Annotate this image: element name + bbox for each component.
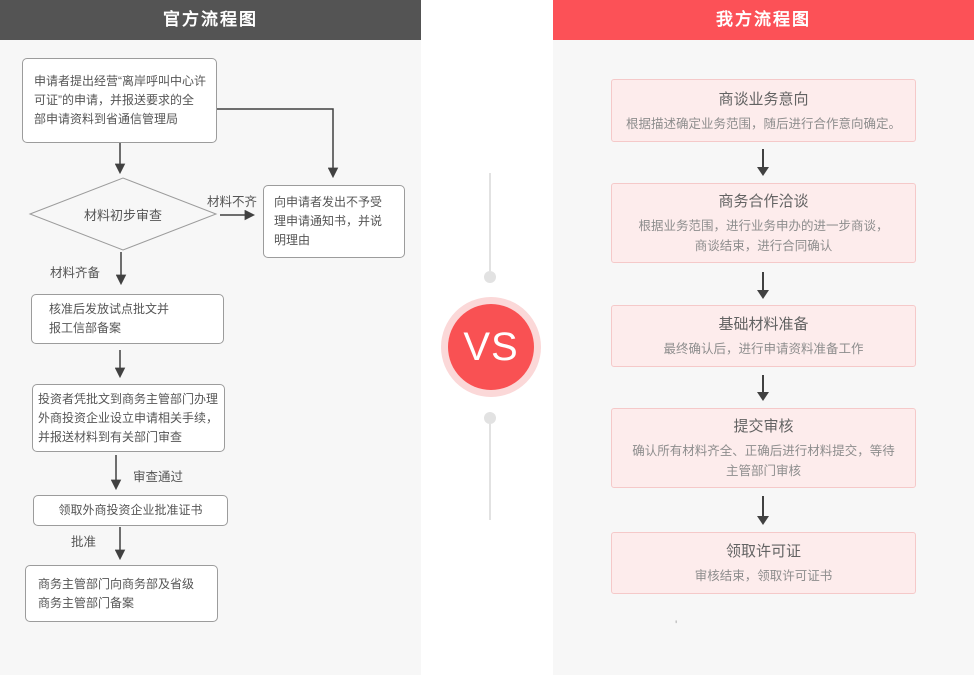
branch-label-material-ready: 材料齐备 bbox=[50, 266, 101, 280]
official-flow-connectors bbox=[28, 108, 339, 561]
our-step-3: 基础材料准备 最终确认后，进行申请资料准备工作 bbox=[611, 305, 916, 367]
branch-label-approved: 批准 bbox=[71, 535, 97, 549]
our-arrow-3 bbox=[757, 375, 769, 401]
official-flow-panel: 官方流程图 申请者提出经营“离岸呼 bbox=[0, 0, 421, 675]
our-arrow-4 bbox=[757, 496, 769, 525]
our-step-5-desc: 审核结束，领取许可证书 bbox=[694, 569, 833, 583]
our-step-4-title: 提交审核 bbox=[733, 418, 794, 435]
our-panel-header: 我方流程图 bbox=[553, 0, 974, 40]
our-step-1-desc: 根据描述确定业务范围，随后进行合作意向确定。 bbox=[625, 116, 901, 131]
our-step-5: 领取许可证 审核结束，领取许可证书 bbox=[611, 532, 916, 594]
our-step-2-title: 商务合作洽谈 bbox=[718, 193, 809, 210]
official-panel-title: 官方流程图 bbox=[163, 10, 258, 29]
official-panel-header: 官方流程图 bbox=[0, 0, 421, 40]
our-step-5-title: 领取许可证 bbox=[725, 543, 801, 560]
step-box-reject-text: 向申请者发出不予受 理申请通知书，并说 明理由 bbox=[274, 195, 383, 247]
step-box-investor-text: 投资者凭批文到商务主管部门办理 外商投资企业设立申请相关手续， 并报送材料到有关… bbox=[38, 391, 219, 444]
our-step-1-title: 商谈业务意向 bbox=[718, 90, 809, 108]
step-box-apply-text: 申请者提出经营“离岸呼叫中心许 可证”的申请，并报送要求的全 部申请资料到省通信… bbox=[34, 74, 206, 126]
step-box-investor: 投资者凭批文到商务主管部门办理 外商投资企业设立申请相关手续， 并报送材料到有关… bbox=[32, 384, 225, 452]
step-box-apply: 申请者提出经营“离岸呼叫中心许 可证”的申请，并报送要求的全 部申请资料到省通信… bbox=[22, 58, 217, 143]
step-box-reject: 向申请者发出不予受 理申请通知书，并说 明理由 bbox=[263, 185, 405, 258]
our-step-3-desc: 最终确认后，进行申请资料准备工作 bbox=[663, 342, 864, 356]
decision-diamond bbox=[28, 177, 218, 251]
vs-badge: VS bbox=[448, 304, 534, 390]
branch-label-review-passed: 审查通过 bbox=[133, 470, 184, 484]
branch-label-material-incomplete: 材料不齐 bbox=[207, 195, 258, 209]
our-step-3-title: 基础材料准备 bbox=[718, 316, 809, 333]
decision-diamond-label: 材料初步审查 bbox=[83, 207, 162, 223]
step-box-approve-issue-text: 核准后发放试点批文并 报工信部备案 bbox=[49, 302, 170, 335]
step-box-record-text: 商务主管部门向商务部及省级 商务主管部门备案 bbox=[38, 576, 195, 610]
divider-dot-top bbox=[484, 271, 496, 283]
divider-line-bottom bbox=[489, 424, 491, 520]
our-step-1: 商谈业务意向 根据描述确定业务范围，随后进行合作意向确定。 bbox=[611, 79, 916, 142]
our-flow-panel: 我方流程图 商谈业务意向 根据描述确定业务范围，随后进行合作意向确定。 商务合作… bbox=[553, 0, 974, 675]
step-box-approve-issue: 核准后发放试点批文并 报工信部备案 bbox=[31, 294, 224, 344]
step-box-certificate-text: 领取外商投资企业批准证书 bbox=[58, 503, 203, 517]
our-step-2: 商务合作洽谈 根据业务范围，进行业务申办的进一步商谈， 商谈结束，进行合同确认 bbox=[611, 183, 916, 263]
divider-line-top bbox=[489, 173, 491, 271]
our-arrow-2 bbox=[757, 272, 769, 299]
connector-apply-to-reject bbox=[217, 108, 339, 179]
our-arrow-1 bbox=[757, 149, 769, 176]
divider-dot-bottom bbox=[484, 412, 496, 424]
step-box-record: 商务主管部门向商务部及省级 商务主管部门备案 bbox=[25, 565, 218, 622]
our-step-4-desc: 确认所有材料齐全、正确后进行材料提交，等待 主管部门审核 bbox=[632, 444, 895, 478]
vs-badge-ring: VS bbox=[441, 297, 541, 397]
stray-mark: ' bbox=[675, 618, 678, 632]
step-box-certificate: 领取外商投资企业批准证书 bbox=[33, 495, 228, 526]
our-panel-title: 我方流程图 bbox=[716, 10, 811, 29]
our-step-4: 提交审核 确认所有材料齐全、正确后进行材料提交，等待 主管部门审核 bbox=[611, 408, 916, 488]
our-step-2-desc: 根据业务范围，进行业务申办的进一步商谈， 商谈结束，进行合同确认 bbox=[638, 219, 889, 253]
